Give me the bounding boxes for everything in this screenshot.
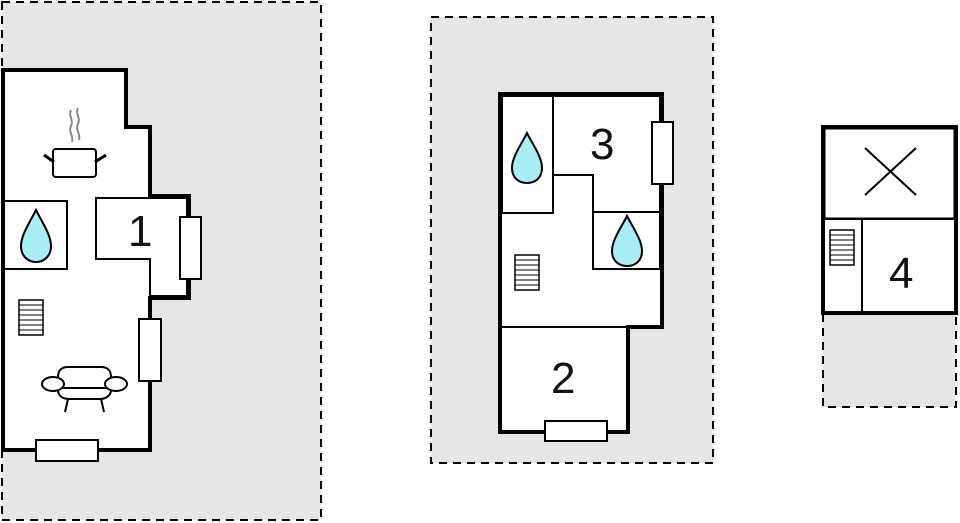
water-drop-icon — [19, 207, 53, 264]
floor-1 — [1, 1, 322, 521]
cooking-pot-icon — [43, 107, 107, 178]
water-drop-icon — [510, 130, 544, 185]
floor-2 — [430, 16, 714, 464]
window — [651, 121, 674, 185]
floor-3 — [821, 125, 958, 408]
water-drop-icon — [610, 213, 644, 268]
stairs-icon — [829, 229, 855, 266]
window — [179, 216, 202, 280]
room-2-label: 2 — [551, 354, 576, 403]
window — [138, 318, 162, 382]
room-4-label: 4 — [889, 249, 914, 298]
stairs-icon — [18, 299, 44, 336]
outdoor-area-3 — [822, 309, 957, 408]
sofa-icon — [41, 366, 128, 413]
room-1-label: 1 — [128, 207, 153, 256]
window — [35, 439, 99, 462]
room-3-label: 3 — [590, 120, 615, 169]
room-1[interactable] — [95, 197, 188, 297]
cross-icon — [864, 147, 917, 196]
window — [544, 420, 608, 442]
stairs-icon — [514, 254, 540, 291]
